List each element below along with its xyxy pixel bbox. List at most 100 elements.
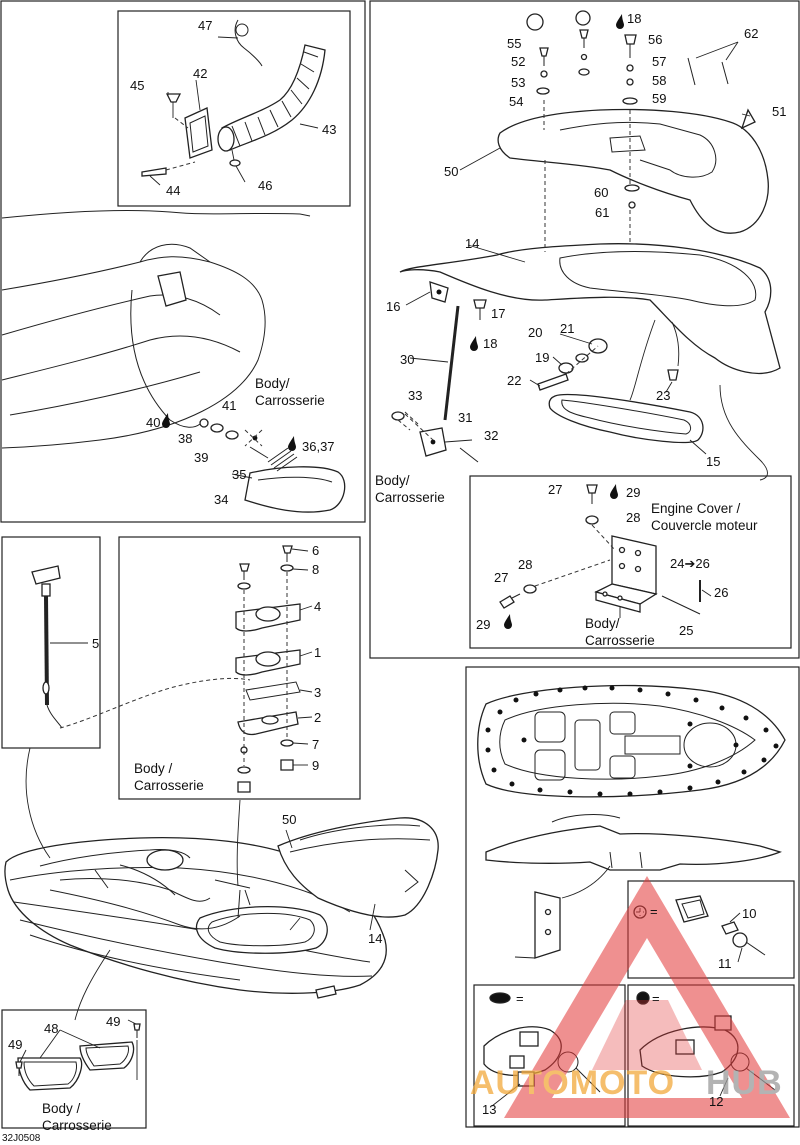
leaders (19, 36, 751, 1107)
label-carrosserie: Carrosserie (134, 778, 204, 793)
text-labels: Body/ Carrosserie 36,37 Body/ Carrosseri… (2, 376, 758, 1144)
panel-bottom-right (465, 666, 800, 1128)
label-body: Body / (42, 1101, 81, 1116)
part-number: 57 (652, 54, 666, 69)
part-number: 8 (312, 562, 319, 577)
screw-56 (624, 34, 637, 45)
bolt-17 (473, 299, 487, 309)
washer-57 (626, 64, 634, 72)
part-number: 10 (742, 906, 756, 921)
ref-label: 36,37 (302, 439, 335, 454)
part-number: 19 (535, 350, 549, 365)
label-carrosserie: Carrosserie (42, 1118, 112, 1133)
ref-label: 24➔26 (670, 556, 710, 571)
seat-body-view (1, 209, 346, 513)
watermark-triangle-icon (504, 876, 790, 1118)
part-numbers: 47 42 45 43 46 44 40 41 38 39 35 34 55 5… (8, 11, 786, 1117)
tray-48b (79, 1041, 135, 1071)
part-number: 11 (718, 956, 732, 971)
part-number: 50 (282, 812, 296, 827)
equals-sign: = (516, 991, 524, 1006)
pin-25 (661, 595, 701, 615)
part-number: 49 (8, 1037, 22, 1052)
part-number: 49 (106, 1014, 120, 1029)
screw-62a (687, 57, 696, 86)
panel-mount-stack (118, 536, 361, 800)
glue-drop-icon (504, 614, 512, 629)
label-carrosserie: Carrosserie (585, 633, 655, 648)
washer-58 (626, 78, 634, 86)
glue-drop-icon (610, 484, 618, 499)
glue-drops (162, 14, 624, 629)
watermark-brand-b: HUB (706, 1064, 783, 1102)
part-number: 33 (408, 388, 422, 403)
part-number: 28 (626, 510, 640, 525)
part-number: 17 (491, 306, 505, 321)
part-number: 48 (44, 1021, 58, 1036)
part-number: 54 (509, 94, 523, 109)
part-number: 1 (314, 645, 321, 660)
part-number: 5 (92, 636, 99, 651)
vent-assembly (141, 19, 326, 177)
storage-trays (15, 1023, 141, 1091)
panel-top-right (369, 0, 800, 659)
clip-3 (245, 681, 301, 701)
part-number: 35 (232, 467, 246, 482)
part-number: 56 (648, 32, 662, 47)
hose-clamp (234, 19, 263, 67)
label-body: Body / (134, 761, 173, 776)
seat-50 (277, 817, 439, 918)
part-number: 3 (314, 685, 321, 700)
nut-41 (199, 418, 209, 428)
part-number: 40 (146, 415, 160, 430)
part-number: 22 (507, 373, 521, 388)
part-number: 4 (314, 599, 321, 614)
part-number: 18 (483, 336, 497, 351)
part-number: 14 (368, 931, 382, 946)
equals-sign: = (652, 991, 660, 1006)
panel-top-left (0, 0, 366, 523)
panel-tie-left (473, 984, 626, 1127)
part-number: 7 (312, 737, 319, 752)
glue-drop-icon (162, 413, 170, 428)
part-number: 45 (130, 78, 144, 93)
part-number: 50 (444, 164, 458, 179)
part-number: 43 (322, 122, 336, 137)
part-number: 51 (772, 104, 786, 119)
part-number: 31 (458, 410, 472, 425)
part-number: 6 (312, 543, 319, 558)
part-number: 26 (714, 585, 728, 600)
part-number: 13 (482, 1102, 496, 1117)
hull-top-view (477, 684, 786, 959)
dipstick-handle (31, 565, 61, 585)
part-number: 16 (386, 299, 400, 314)
panel-vent-inset (117, 10, 351, 207)
equals-sign: = (650, 904, 658, 919)
diagram-code: 32J0508 (2, 1133, 41, 1144)
label-body: Body/ (585, 616, 620, 631)
glue-drop-icon (616, 14, 624, 29)
panel-dipstick (1, 536, 101, 749)
part-number: 52 (511, 54, 525, 69)
deck-side-view (485, 825, 782, 871)
hinge-assembly (499, 484, 701, 618)
part-number: 25 (679, 623, 693, 638)
panel-tray (1, 1009, 147, 1129)
part-number: 34 (214, 492, 228, 507)
part-number: 58 (652, 73, 666, 88)
part-number: 53 (511, 75, 525, 90)
label-carrosserie: Carrosserie (375, 490, 445, 505)
screw-62b (721, 61, 729, 85)
part-number: 62 (744, 26, 758, 41)
dipstick (31, 565, 63, 729)
dipstick-cap (41, 583, 51, 597)
part-number: 60 (594, 185, 608, 200)
label-engine-cover: Engine Cover / (651, 501, 741, 516)
part-number: 32 (484, 428, 498, 443)
washer-46 (229, 159, 241, 167)
strut-30 (443, 305, 460, 421)
washer-60 (624, 184, 640, 192)
part-number: 29 (476, 617, 490, 632)
part-number: 61 (595, 205, 609, 220)
